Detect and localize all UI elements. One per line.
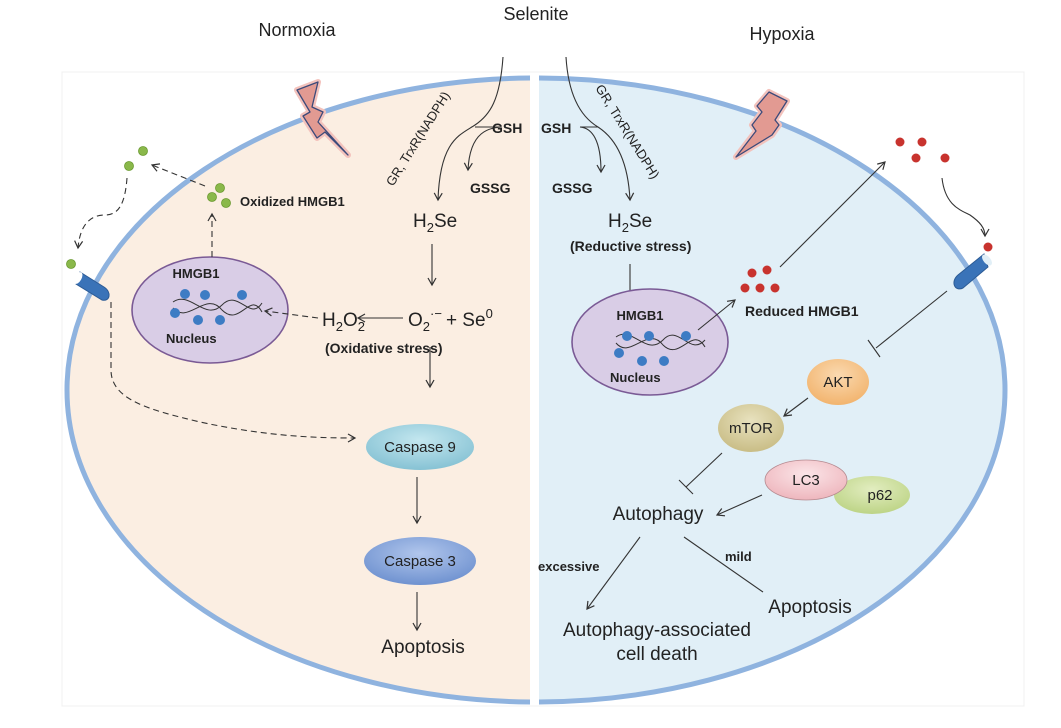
hmgb1-dot: [193, 315, 203, 325]
p62-node: p62: [834, 476, 910, 514]
apoptosis-label-left: Apoptosis: [381, 637, 464, 658]
hmgb1-dot: [180, 289, 190, 299]
reduced-hmgb1-label: Reduced HMGB1: [745, 303, 859, 319]
mtor-label: mTOR: [729, 420, 773, 437]
nucleus-right: [571, 288, 729, 396]
nucleus-left: [131, 256, 289, 364]
oxidized-hmgb1-label: Oxidized HMGB1: [240, 194, 345, 209]
oxidative-stress-label: (Oxidative stress): [325, 340, 443, 356]
hmgb1-dot: [170, 308, 180, 318]
superoxide-selenium-label: O2·−+ Se0: [408, 306, 493, 334]
normoxia-label: Normoxia: [258, 20, 336, 40]
excessive-label: excessive: [538, 559, 599, 574]
gsh-label-left: GSH: [492, 120, 522, 136]
gssg-label-left: GSSG: [470, 180, 511, 196]
hmgb1-dot: [215, 315, 225, 325]
caspase9-node: Caspase 9: [366, 424, 474, 470]
gssg-label-right: GSSG: [552, 180, 593, 196]
hypoxia-label: Hypoxia: [749, 24, 815, 44]
mild-line: [683, 536, 764, 593]
gsh-label-right: GSH: [541, 120, 571, 136]
h2o2-to-nucleus-arrow: [263, 307, 319, 319]
cell-right-half: [539, 75, 1008, 705]
figure-frame: [61, 71, 1025, 707]
autophagy-label: Autophagy: [613, 504, 704, 525]
caspase3-node: Caspase 3: [364, 537, 476, 585]
hmgb1-dot: [644, 331, 654, 341]
mild-label: mild: [725, 549, 752, 564]
reduced-hmgb1-dots: [740, 265, 780, 293]
hmgb1-dot: [237, 290, 247, 300]
receptor-icon-right: [953, 253, 992, 290]
lightning-bolt-icon-normoxia: [294, 79, 351, 158]
left-metabolism-arrows: [356, 56, 504, 632]
nucleus-hmgb1-label-left: HMGB1: [173, 266, 220, 281]
selenite-label: Selenite: [503, 4, 568, 24]
extracellular-oxidized-hmgb1: [66, 146, 148, 269]
autophagy-cell-death-label-line2: cell death: [616, 644, 697, 665]
lc3-node: LC3: [764, 459, 848, 501]
akt-to-mtor-arrow: [783, 397, 809, 417]
mtor-node: mTOR: [718, 404, 784, 452]
excessive-arrow: [586, 536, 641, 610]
akt-node: AKT: [807, 359, 869, 405]
hmgb1-binding-arrow-left: [74, 177, 128, 250]
reductive-stress-label: (Reductive stress): [570, 238, 691, 254]
receptor-inhibits-akt: [867, 290, 948, 358]
lc3-to-autophagy-arrow: [715, 494, 763, 517]
hmgb1-export-arrow-right: [697, 299, 736, 331]
hmgb1-dot: [637, 356, 647, 366]
oxidized-hmgb1-dots: [207, 183, 231, 208]
caspase9-label: Caspase 9: [384, 439, 456, 456]
hmgb1-binding-arrow-right: [941, 177, 990, 238]
hmgb1-dot: [659, 356, 669, 366]
autophagy-cell-death-label-line1: Autophagy-associated: [563, 620, 751, 641]
receptor-icon-left: [73, 271, 110, 301]
hmgb1-dot: [614, 348, 624, 358]
extracellular-reduced-hmgb1: [895, 137, 993, 252]
hmgb1-dot: [200, 290, 210, 300]
h2se-label-left: H2Se: [413, 211, 457, 235]
apoptosis-label-right: Apoptosis: [768, 597, 851, 618]
mtor-inhibits-autophagy: [678, 452, 723, 495]
nucleus-label-right: Nucleus: [610, 370, 661, 385]
hmgb1-dot: [622, 331, 632, 341]
h2o2-label: H2O2: [322, 310, 365, 334]
hmgb1-release-arrow-right: [779, 161, 886, 268]
caspase3-label: Caspase 3: [384, 553, 456, 570]
h2se-label-right: H2Se: [608, 211, 652, 235]
nucleus-hmgb1-label-right: HMGB1: [617, 308, 664, 323]
p62-label: p62: [867, 487, 892, 504]
nucleus-label-left: Nucleus: [166, 331, 217, 346]
lc3-label: LC3: [792, 472, 820, 489]
lightning-bolt-icon-hypoxia: [733, 89, 790, 160]
hmgb1-dot: [681, 331, 691, 341]
akt-label: AKT: [823, 374, 852, 391]
